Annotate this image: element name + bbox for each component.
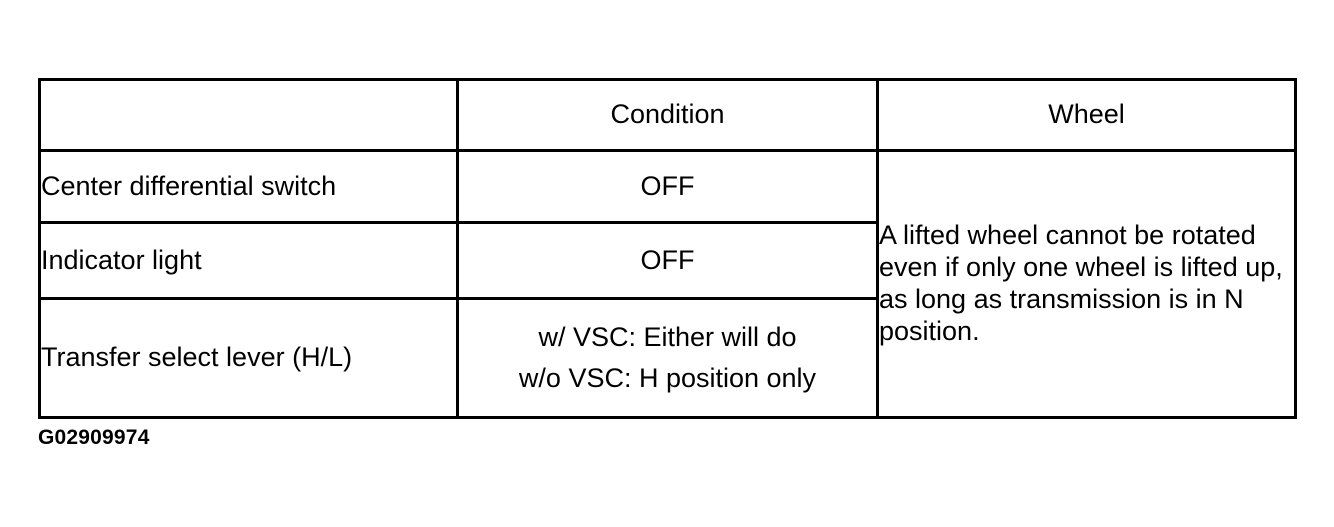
table-row: Center differential switch OFF A lifted … [38, 149, 1297, 419]
table-header-row: Condition Wheel [38, 78, 1297, 152]
table-row: Indicator light OFF [38, 221, 1296, 300]
row-label-center-differential-switch: Center differential switch [38, 149, 459, 224]
wheel-note-text: A lifted wheel cannot be rotated even if… [879, 220, 1283, 346]
spec-table: Condition Wheel Center differential swit… [38, 78, 1297, 419]
wheel-note-cell: A lifted wheel cannot be rotated even if… [876, 149, 1297, 419]
row-label-transfer-select-lever: Transfer select lever (H/L) [38, 297, 459, 419]
figure-caption: G02909974 [38, 426, 150, 449]
table-row: Transfer select lever (H/L) w/ VSC: Eith… [38, 297, 1296, 419]
condition-line-group: w/ VSC: Either will do w/o VSC: H positi… [459, 317, 876, 399]
header-cell-item [38, 78, 459, 152]
condition-line-without-vsc: w/o VSC: H position only [518, 363, 817, 393]
condition-line-with-vsc: w/ VSC: Either will do [538, 321, 797, 352]
header-cell-wheel: Wheel [876, 78, 1297, 152]
row-label-indicator-light: Indicator light [38, 221, 459, 300]
row-condition-indicator-light: OFF [456, 221, 879, 300]
header-cell-condition: Condition [456, 78, 879, 152]
row-condition-center-differential-switch: OFF [456, 149, 879, 224]
row-condition-transfer-select-lever: w/ VSC: Either will do w/o VSC: H positi… [456, 297, 879, 419]
